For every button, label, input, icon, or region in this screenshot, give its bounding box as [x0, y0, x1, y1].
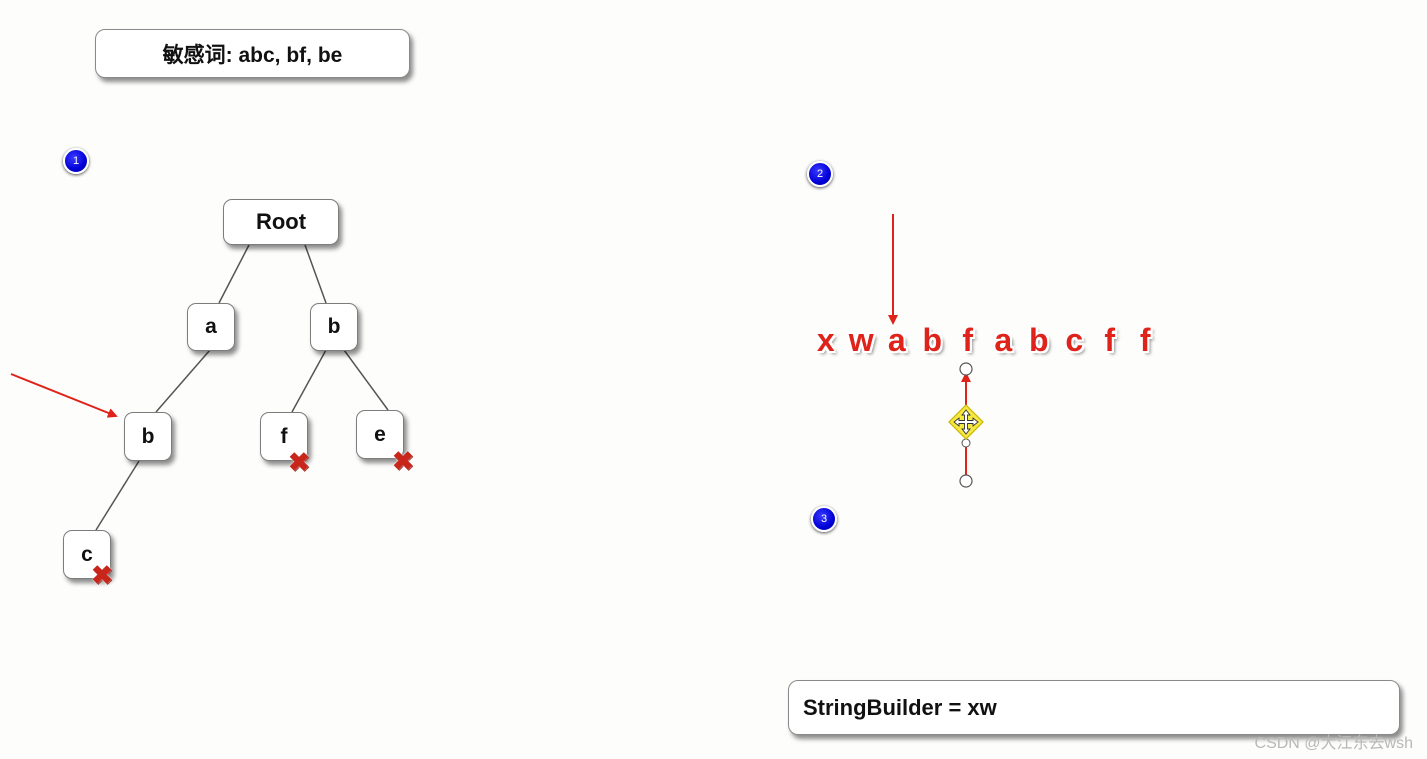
- edge-root-b: [304, 244, 327, 304]
- trie-node-b-level1: b: [310, 303, 358, 351]
- letter-1: w: [848, 322, 874, 358]
- root-label: Root: [255, 209, 307, 234]
- edge-b-c: [95, 460, 140, 531]
- trie-root-node: Root: [223, 199, 339, 245]
- letter-5: a: [994, 322, 1013, 358]
- edge-b-f: [291, 349, 327, 413]
- letter-2: a: [887, 322, 906, 358]
- end-marker-e-icon: ✖: [392, 446, 414, 476]
- cursor-handle-mid[interactable]: [961, 438, 971, 448]
- step-badge-2: 2: [807, 161, 833, 187]
- end-marker-f-icon: ✖: [288, 447, 310, 477]
- trie-node-e: e: [356, 410, 404, 459]
- letter-3: b: [922, 322, 943, 358]
- letter-4: f: [962, 322, 974, 358]
- trie-node-b-level2: b: [124, 412, 172, 461]
- trie-node-f: f: [260, 412, 308, 461]
- letter-8: f: [1104, 322, 1116, 358]
- letter-0: x: [816, 322, 835, 358]
- node-b-level1-label: b: [327, 315, 341, 338]
- move-cursor-icon[interactable]: [948, 404, 984, 440]
- step-badge-3: 3: [811, 506, 837, 532]
- letter-9: f: [1139, 322, 1151, 358]
- cursor-handle-bottom[interactable]: [959, 474, 973, 488]
- node-c-label: c: [81, 542, 93, 566]
- step-badge-1: 1: [63, 148, 89, 174]
- trie-node-a: a: [187, 303, 235, 351]
- letter-6: b: [1028, 322, 1049, 358]
- end-marker-c-icon: ✖: [91, 560, 113, 590]
- node-e-label: e: [374, 422, 386, 446]
- edge-a-b: [155, 349, 211, 413]
- watermark: CSDN @大江东去wsh: [1254, 735, 1413, 752]
- sensitive-words-label: 敏感词: abc, bf, be: [162, 43, 343, 67]
- node-f-label: f: [280, 424, 288, 448]
- cursor-handle-top[interactable]: [959, 362, 973, 376]
- sensitive-words-box: 敏感词: abc, bf, be: [95, 29, 410, 78]
- node-b-level2-label: b: [141, 424, 155, 448]
- edge-b-e: [343, 349, 389, 411]
- node-a-label: a: [205, 315, 217, 338]
- edge-root-a: [218, 244, 250, 304]
- string-builder-label: StringBuilder = xw: [803, 694, 997, 720]
- trie-pointer-arrow: [10, 373, 118, 418]
- input-string: x w a b f a b c f f: [808, 322, 1163, 359]
- letter-7: c: [1065, 322, 1084, 358]
- string-builder-box: StringBuilder = xw: [788, 680, 1400, 735]
- trie-node-c: c: [63, 530, 111, 579]
